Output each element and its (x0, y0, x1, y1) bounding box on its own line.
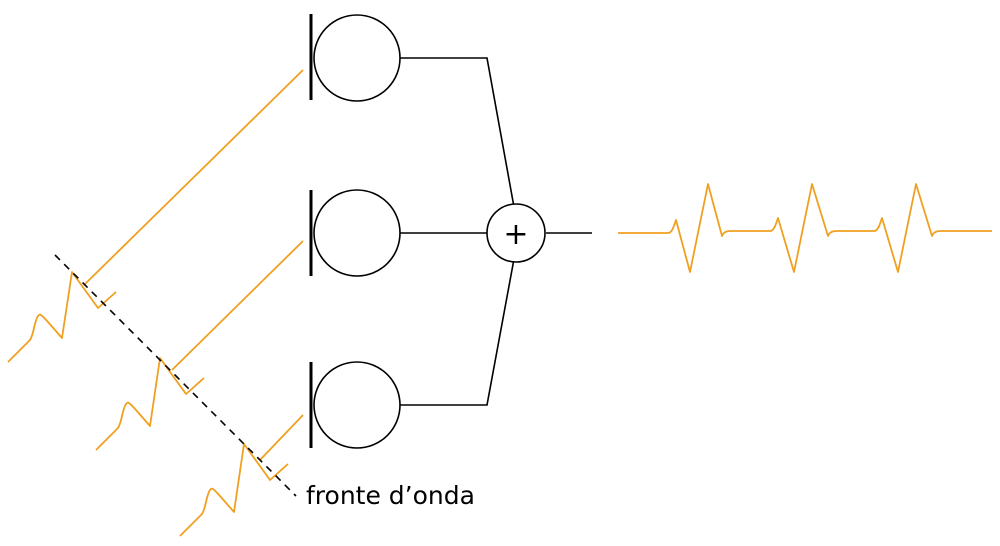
ray-line-bottom (259, 414, 304, 461)
connector-top (400, 57, 515, 208)
incoming-pulse-bottom (179, 443, 289, 537)
receiver-top (309, 14, 401, 102)
ray-line-middle (171, 240, 304, 371)
ray-line-top (83, 69, 304, 286)
wavefront-line (54, 254, 297, 497)
summing-junction-circle (486, 203, 546, 263)
receiver-bottom-body (313, 361, 401, 449)
receiver-bottom (309, 361, 401, 449)
summing-junction-plus: + (503, 217, 528, 252)
incoming-pulse-top (7, 271, 117, 363)
receiver-top-body (313, 14, 401, 102)
receiver-middle-body (313, 189, 401, 277)
connector-bottom (400, 258, 515, 406)
output-signal (618, 183, 992, 273)
incoming-pulse-middle (95, 357, 205, 451)
wavefront-label: fronte d’onda (306, 481, 475, 510)
summing-junction: + (486, 203, 546, 263)
receiver-middle (309, 189, 401, 277)
